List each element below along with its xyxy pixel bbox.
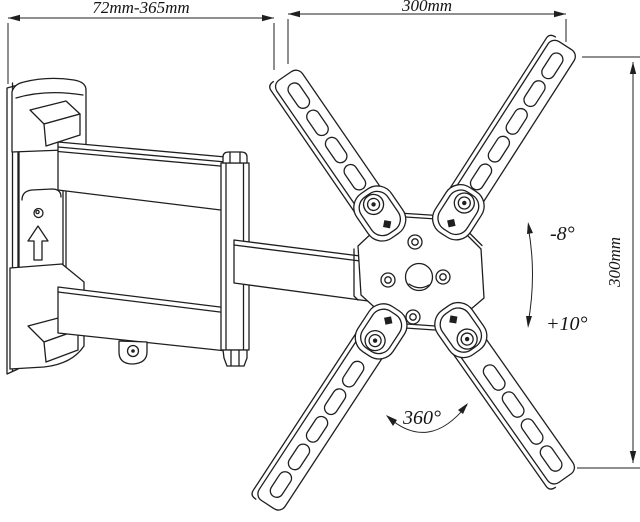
arrowhead [629,62,637,74]
dimension-plate-height: 300mm [577,56,640,469]
arrowhead [288,10,300,18]
vesa-slot [323,388,347,416]
wall-plate-back-edges [6,82,19,375]
vesa-slot [541,52,564,80]
arm-clamp-bottom-left [354,303,408,360]
hinge-bottom-nut [222,349,248,367]
vesa-slot [306,109,329,137]
arrowhead [386,415,397,426]
vesa-slot [341,360,365,388]
arrowhead [262,14,274,22]
vesa-arm-bottom-left [251,306,405,511]
extension-arm [233,239,369,302]
upper-pivot-housing-end [21,188,62,201]
arrowhead [526,316,532,328]
swivel-label: 360° [402,407,441,429]
articulating-arm [57,141,369,367]
hub-bolt [405,309,421,325]
arrowhead [458,403,468,414]
swivel-annotation: 360° [386,403,468,433]
vesa-slot [343,163,367,191]
vesa-slot [505,107,528,135]
vesa-slot [287,82,311,109]
arrowhead [629,451,637,463]
vesa-slot [324,136,348,164]
vesa-slot [501,391,525,418]
dimension-plate-width: 300mm [287,0,567,64]
vesa-slot [487,135,511,163]
vesa-slot [269,471,293,498]
vesa-slot [520,418,544,445]
tilt-down-label: +10° [546,313,588,335]
plate-height-label: 300mm [605,237,624,288]
arrowhead [554,10,566,18]
vesa-slot [523,80,546,108]
hub-bolt [435,269,451,285]
tilt-up-label: -8° [550,223,575,245]
arm-clamp-bottom-right [434,301,488,359]
hub-plate [353,211,485,332]
hub-bolt [407,234,423,250]
vesa-slot [287,443,311,471]
upper-arm-bar [57,141,238,213]
vesa-slot [469,163,493,191]
wall-plate [6,77,87,375]
extension-range-label: 72mm-365mm [92,0,189,17]
arrowhead [527,222,533,234]
hub-bolt [380,272,396,288]
dimension-extension-range: 72mm-365mm [7,0,275,84]
hinge-top-bolt [222,151,248,164]
arrowhead [8,14,20,22]
up-arrow-icon [27,225,49,261]
arm-clamp-top-left [353,185,407,242]
vesa-slot [482,364,506,391]
hub-center-hole [404,262,434,292]
vesa-slot [305,415,329,443]
arm-clamp-top-right [431,184,485,241]
plate-width-label: 300mm [401,0,452,15]
tilt-annotation: -8° +10° [526,222,588,335]
vesa-slot [539,445,563,472]
